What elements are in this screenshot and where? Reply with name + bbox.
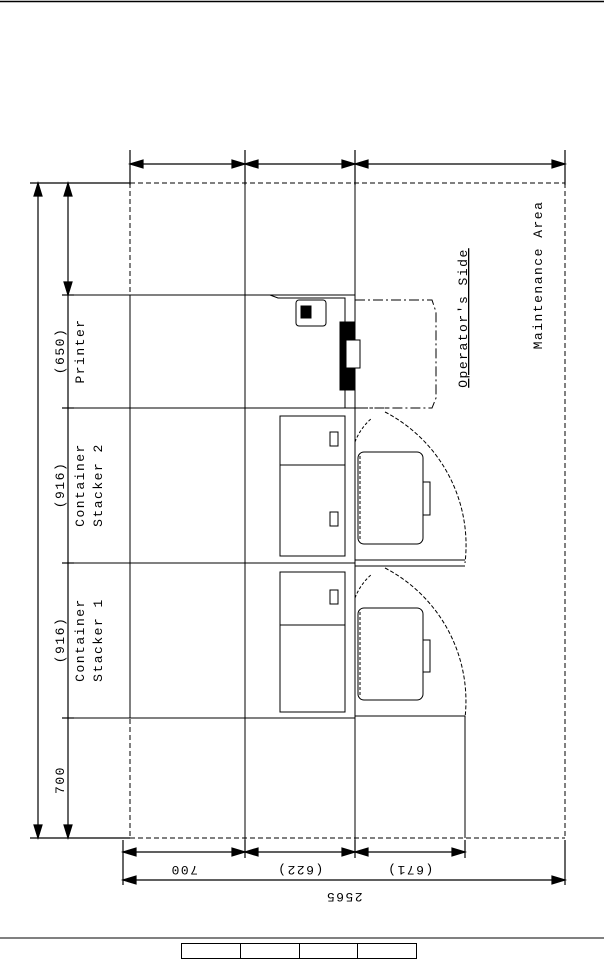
bottom-dimension-lines: [120, 840, 568, 885]
dim-label-622: (622): [277, 862, 324, 877]
dim-label-printer-width: (650): [53, 328, 68, 375]
stacker1-unit: [279, 567, 467, 838]
dim-label-671: (671): [387, 862, 434, 877]
footer-cell: [182, 944, 240, 958]
printer-unit: [245, 294, 437, 409]
footer-cell: [357, 944, 416, 958]
stacker2-label-line1: Container: [73, 443, 88, 527]
maintenance-boundary: [129, 182, 566, 839]
bottom-dimension-labels: 700 (622) (671) 2565: [170, 862, 433, 904]
top-dimension-line: [127, 150, 568, 185]
dim-label-700-left: 700: [53, 766, 68, 794]
stacker2-label-line2: Stacker 2: [91, 443, 106, 527]
footer-cell: [239, 944, 299, 958]
footer-revision-box: [181, 943, 417, 959]
operators-side-label: Operator's Side: [456, 248, 471, 388]
footer-cell: [298, 944, 358, 958]
dim-label-700-bottom: 700: [170, 862, 198, 877]
unit-name-labels: Printer Container Stacker 2 Container St…: [73, 318, 106, 681]
dim-label-total: 2565: [325, 889, 362, 904]
segment-dimension-labels: 700 (916) (916) (650): [53, 328, 68, 794]
printer-label: Printer: [73, 318, 88, 383]
stacker2-unit: [279, 411, 467, 567]
stacker1-label-line1: Container: [73, 598, 88, 682]
maintenance-area-label: Maintenance Area: [531, 201, 546, 350]
left-dimension-lines: [30, 180, 130, 841]
stacker1-label-line2: Stacker 1: [91, 598, 106, 682]
unit-footprint-grid: [68, 155, 356, 855]
dim-label-stacker1-width: (916): [53, 617, 68, 664]
dim-label-stacker2-width: (916): [53, 462, 68, 509]
area-labels: Operator's Side Maintenance Area: [456, 201, 546, 388]
